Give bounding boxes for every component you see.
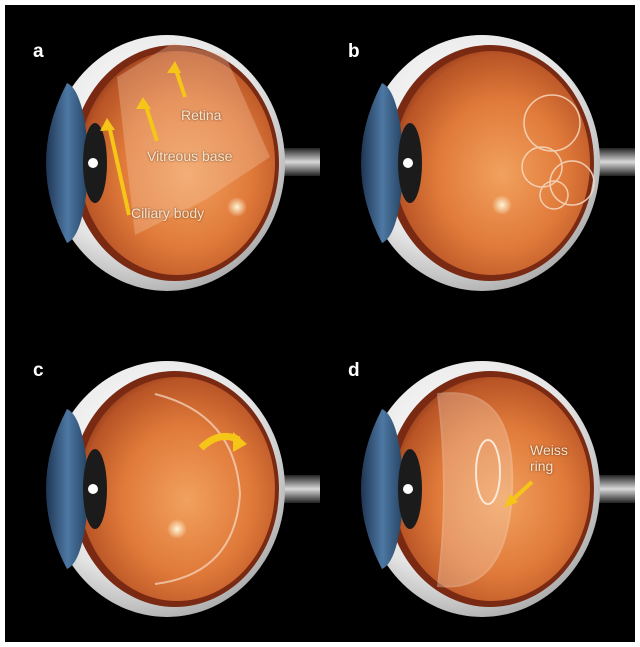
- figure: a Retina Vitreous base Ciliary body b: [5, 5, 635, 642]
- panel-b: b: [320, 5, 635, 323]
- eye-cross-section-a: [5, 5, 320, 323]
- panel-letter-b: b: [348, 41, 360, 63]
- panel-d: d Weiss ring: [320, 324, 635, 642]
- panel-c: c: [5, 324, 320, 642]
- label-vitreous-base: Vitreous base: [147, 148, 232, 164]
- lens-highlight: [88, 158, 98, 168]
- eye-cross-section-b: [320, 5, 635, 323]
- eye-cross-section-d: [320, 324, 635, 642]
- panel-letter-c: c: [33, 360, 44, 382]
- label-retina: Retina: [181, 107, 221, 123]
- eye-cross-section-c: [5, 324, 320, 642]
- panel-letter-d: d: [348, 360, 360, 382]
- panel-letter-a: a: [33, 41, 44, 63]
- label-weiss-ring: Weiss ring: [530, 442, 568, 474]
- optic-disc: [227, 197, 247, 217]
- panel-a: a Retina Vitreous base Ciliary body: [5, 5, 320, 323]
- label-ciliary-body: Ciliary body: [131, 205, 204, 221]
